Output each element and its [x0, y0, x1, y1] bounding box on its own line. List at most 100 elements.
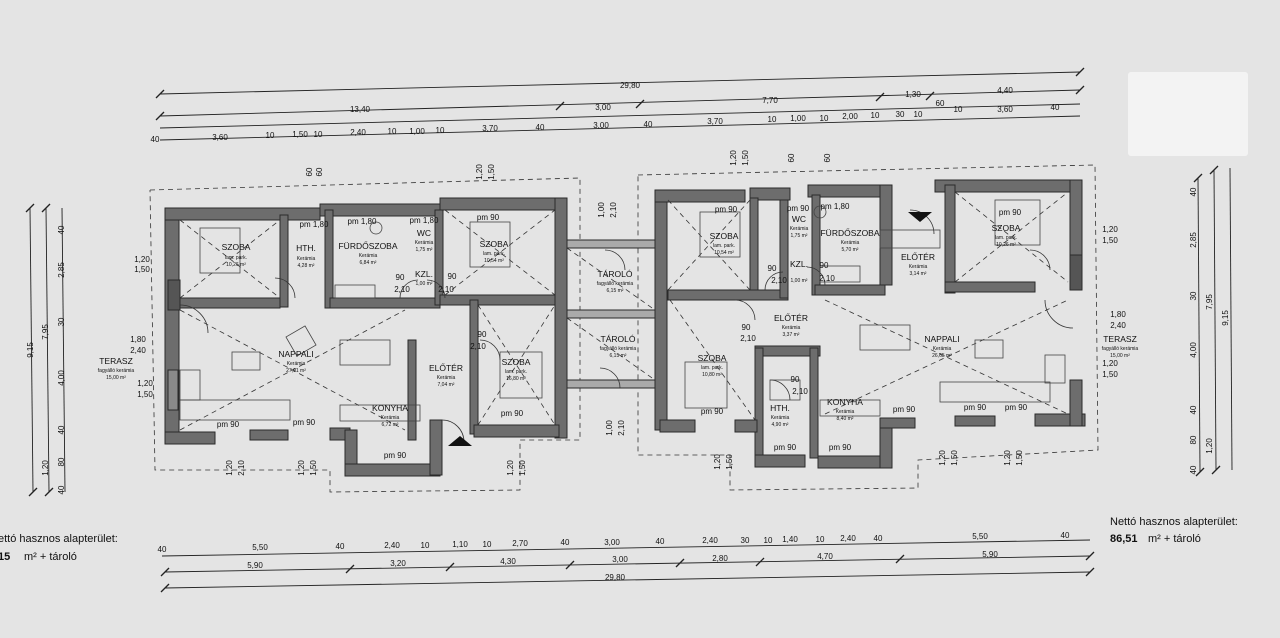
- dim-r2b-10: 10: [954, 105, 963, 114]
- dim-b2-5: 4,70: [817, 552, 833, 561]
- dim-total-bottom: 29,80: [605, 573, 626, 582]
- room-area-r-terasz: 15,00 m²: [1110, 353, 1130, 359]
- dim-b1-16: 2,40: [840, 534, 856, 543]
- room-area-r-eloter: 3,37 m²: [783, 332, 800, 338]
- dim-r3-14: 10: [768, 115, 777, 124]
- dim-r-80: 80: [1189, 435, 1198, 444]
- room-area-l-szoba1: 10,26 m²: [226, 262, 246, 268]
- opening-60-top2: 60: [315, 167, 324, 176]
- dim-b1-4: 10: [421, 541, 430, 550]
- opening-120-r2: 1,20: [1102, 359, 1118, 368]
- dim-b1-8: 40: [561, 538, 570, 547]
- opening-pm90-r7: pm 90: [893, 405, 916, 414]
- dim-b2-6: 5,90: [982, 550, 998, 559]
- dim-b2-4: 2,80: [712, 554, 728, 563]
- opening-60-top-r2: 60: [823, 153, 832, 162]
- room-name-r-eloter: ELŐTÉR: [774, 313, 808, 323]
- room-name-l-nappali: NAPPALI: [278, 349, 313, 359]
- room-floor-r-terasz: fagyálló kerámia: [1102, 346, 1139, 352]
- room-name-r-wc: WC: [792, 214, 806, 224]
- net-area-value-right: 86,51: [1110, 533, 1138, 545]
- dim-top-440: 4,40: [997, 86, 1013, 95]
- opening-150-l2: 1,50: [137, 390, 153, 399]
- room-name-r-konyha: KONYHA: [827, 397, 863, 407]
- dim-l-285: 2,85: [57, 262, 66, 278]
- opening-240-r: 2,40: [1110, 321, 1126, 330]
- net-area-value-left: 15: [0, 551, 10, 563]
- room-floor-r-szoba2: lam. park.: [995, 235, 1017, 241]
- room-floor-r-eloter: Kerámia: [782, 325, 801, 331]
- room-area-l-furdo: 6,84 m²: [360, 260, 377, 266]
- opening-150-bot6: 1,50: [1015, 450, 1024, 466]
- opening-120-bot1: 1,20: [225, 460, 234, 476]
- room-name-r-szoba2: SZOBA: [992, 223, 1021, 233]
- dim-r3-1: 3,60: [212, 133, 228, 142]
- room-name-l-terasz: TERASZ: [99, 356, 133, 366]
- net-area-label-right: Nettó hasznos alapterület:: [1110, 516, 1238, 528]
- dim-r3-7: 1,00: [409, 127, 425, 136]
- opening-120-bot5: 1,20: [938, 450, 947, 466]
- right-eave-outline: [637, 164, 1099, 491]
- dim-l-915: 9,15: [26, 342, 35, 358]
- room-area-r-szoba3: 10,80 m²: [702, 372, 722, 378]
- room-area-r-wc: 1,75 m²: [791, 233, 808, 239]
- room-name-r-hth: HTH.: [770, 403, 790, 413]
- room-area-r-konyha: 8,40 m²: [837, 416, 854, 422]
- dim-b1-11: 2,40: [702, 536, 718, 545]
- dim-r-40b: 40: [1189, 405, 1198, 414]
- opening-90-r3: 90: [742, 323, 751, 332]
- room-name-l-szoba2: SZOBA: [480, 239, 509, 249]
- room-floor-r-eloter-top: Kerámia: [909, 264, 928, 270]
- opening-150-r: 1,50: [1102, 236, 1118, 245]
- room-floor-tarolo-top: fagyálló kerámia: [597, 281, 634, 287]
- room-area-l-hth: 4,28 m²: [298, 263, 315, 269]
- room-area-tarolo-bot: 6,15 m²: [610, 353, 627, 359]
- room-name-l-furdo: FÜRDŐSZOBA: [338, 241, 397, 251]
- room-floor-l-nappali: Kerámia: [287, 361, 306, 367]
- opening-pm180-l3: pm 1,80: [410, 216, 439, 225]
- dim-r2b-60: 60: [936, 99, 945, 108]
- room-floor-l-wc: Kerámia: [415, 240, 434, 246]
- opening-150-l: 1,50: [134, 265, 150, 274]
- opening-210-mid2: 2,10: [617, 420, 626, 436]
- dim-r3-21: 3,60: [997, 105, 1013, 114]
- dim-b1-18: 5,50: [972, 532, 988, 541]
- room-name-r-szoba1: SZOBA: [710, 231, 739, 241]
- dim-top-770: 7,70: [762, 96, 778, 105]
- space-diagonals: [179, 191, 1069, 431]
- opening-120-bot6: 1,20: [1003, 450, 1012, 466]
- dim-r3-15: 1,00: [790, 114, 806, 123]
- dim-b1-17: 40: [874, 534, 883, 543]
- room-labels: SZOBA lam. park. 10,26 m² HTH. Kerámia 4…: [98, 214, 1139, 428]
- dim-r-40c: 40: [1189, 465, 1198, 474]
- room-area-l-wc: 1,75 m²: [416, 247, 433, 253]
- opening-210-r4: 2,10: [792, 387, 808, 396]
- opening-210-l1: 2,10: [394, 285, 410, 294]
- dim-b2-2: 4,30: [500, 557, 516, 566]
- dim-b1-15: 10: [816, 535, 825, 544]
- dim-r-915: 9,15: [1221, 310, 1230, 326]
- room-area-r-szoba2: 10,26 m²: [996, 242, 1016, 248]
- room-floor-l-furdo: Kerámia: [359, 253, 378, 259]
- opening-210-r2: 2,10: [819, 274, 835, 283]
- opening-pm90-r4: pm 90: [701, 407, 724, 416]
- opening-150-top-r: 1,50: [741, 150, 750, 166]
- dim-r3-10: 40: [536, 123, 545, 132]
- dim-b1-12: 30: [741, 536, 750, 545]
- room-name-r-eloter-top: ELŐTÉR: [901, 252, 935, 262]
- dim-b2-0: 5,90: [247, 561, 263, 570]
- room-name-l-wc: WC: [417, 228, 431, 238]
- dim-r3-2: 10: [266, 131, 275, 140]
- room-area-r-hth: 4,90 m²: [772, 422, 789, 428]
- opening-pm90-r5: pm 90: [774, 443, 797, 452]
- room-floor-r-wc: Kerámia: [790, 226, 809, 232]
- opening-210-r1: 2,10: [771, 276, 787, 285]
- room-name-r-furdo: FÜRDŐSZOBA: [820, 228, 879, 238]
- dim-l-30: 30: [57, 317, 66, 326]
- opening-90-r1: 90: [768, 264, 777, 273]
- dim-b1-1: 5,50: [252, 543, 268, 552]
- dim-b1-14: 1,40: [782, 535, 798, 544]
- opening-120-bot2: 1,20: [297, 460, 306, 476]
- dim-b1-19: 40: [1061, 531, 1070, 540]
